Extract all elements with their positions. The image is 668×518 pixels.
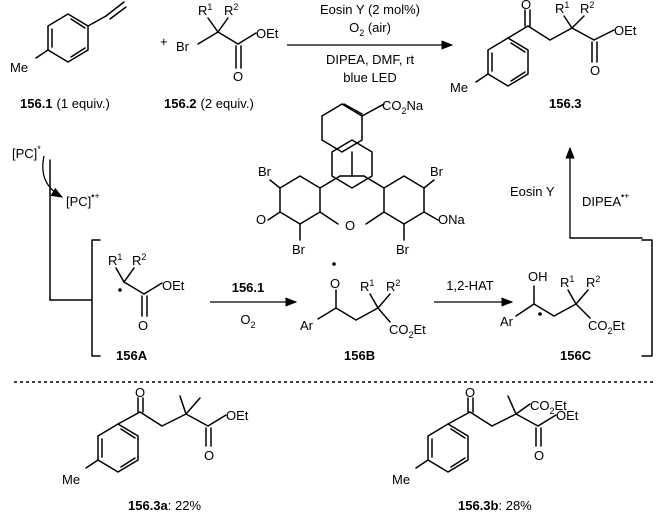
methyl-label: Me bbox=[62, 472, 80, 487]
compound-label-156-3b: 156.3b: 28% bbox=[458, 498, 532, 513]
r1-label: R1 bbox=[360, 278, 374, 294]
compound-label-156A: 156A bbox=[116, 348, 148, 363]
pc-radical-cation-label: [PC]•+ bbox=[66, 191, 100, 209]
left-bracket bbox=[91, 239, 101, 357]
compound-label-156C: 156C bbox=[560, 348, 592, 363]
ethoxy-label: OEt bbox=[162, 278, 185, 293]
r2-label: R2 bbox=[132, 252, 146, 268]
carbonyl-oxygen: O bbox=[138, 318, 148, 333]
keto-oxygen: O bbox=[256, 212, 266, 227]
ester-oxygen: O bbox=[590, 63, 600, 78]
r1-label: R1 bbox=[560, 274, 574, 290]
bromine-label: Br bbox=[176, 39, 190, 54]
structure-156-3: O R1 R2 OEt O Me bbox=[450, 0, 637, 95]
compound-label-156B: 156B bbox=[344, 348, 375, 363]
bromine-label: Br bbox=[396, 242, 410, 257]
methyl-label: Me bbox=[392, 472, 410, 487]
methyl-label: Me bbox=[10, 60, 28, 75]
r2-label: R2 bbox=[386, 278, 400, 294]
condition-base-solvent: DIPEA, DMF, rt bbox=[326, 52, 415, 67]
r1-label: R1 bbox=[198, 2, 212, 18]
ester-label: CO2Et bbox=[530, 398, 567, 416]
aryl-label: Ar bbox=[500, 314, 514, 329]
r1-label: R1 bbox=[108, 252, 122, 268]
bromine-label: Br bbox=[292, 242, 306, 257]
hydroxyl-label: OH bbox=[528, 269, 548, 284]
methyl-label: Me bbox=[450, 80, 468, 95]
structure-156-1: Me bbox=[10, 1, 127, 75]
ketone-oxygen: O bbox=[521, 0, 531, 12]
structure-156A: R1 R2 OEt O bbox=[108, 252, 185, 333]
step1-reagent: 156.1 bbox=[232, 280, 265, 295]
structure-156C: OH Ar R1 R2 CO2Et bbox=[500, 269, 625, 336]
ester-label: CO2Et bbox=[389, 322, 426, 340]
bromine-label: Br bbox=[258, 164, 272, 179]
ethoxy-label: OEt bbox=[226, 408, 249, 423]
pc-excited-label: [PC]* bbox=[12, 144, 41, 161]
pc-oxidation-arrow bbox=[42, 155, 64, 198]
phenolate-label: ONa bbox=[438, 212, 466, 227]
condition-light: blue LED bbox=[343, 70, 396, 85]
structure-156B: O Ar R1 R2 CO2Et bbox=[300, 262, 426, 340]
ester-oxygen: O bbox=[204, 448, 214, 463]
r2-label: R2 bbox=[580, 0, 594, 16]
ketone-oxygen: O bbox=[465, 385, 475, 400]
r1-label: R1 bbox=[555, 0, 569, 16]
right-bracket bbox=[641, 239, 653, 357]
r2-label: R2 bbox=[224, 2, 238, 18]
ethoxy-label: OEt bbox=[256, 26, 279, 41]
ester-label: CO2Et bbox=[588, 318, 625, 336]
dipea-radical-cation: DIPEA•+ bbox=[582, 191, 629, 209]
step2-label: 1,2-HAT bbox=[446, 278, 493, 293]
condition-eosin: Eosin Y (2 mol%) bbox=[320, 2, 420, 17]
aryl-label: Ar bbox=[300, 318, 314, 333]
bromine-label: Br bbox=[430, 164, 444, 179]
structure-156-3a: O OEt O Me bbox=[62, 385, 249, 487]
condition-oxygen: O2 (air) bbox=[349, 20, 391, 38]
step1-oxygen: O2 bbox=[240, 312, 255, 330]
r2-label: R2 bbox=[586, 274, 600, 290]
plus-sign: + bbox=[160, 34, 168, 49]
ketone-oxygen: O bbox=[135, 385, 145, 400]
carbonyl-oxygen: O bbox=[233, 69, 243, 84]
ethoxy-label: OEt bbox=[556, 408, 579, 423]
eosin-y-name: Eosin Y bbox=[510, 184, 555, 199]
compound-label-156-3a: 156.3a: 22% bbox=[128, 498, 201, 513]
bridge-oxygen: O bbox=[345, 218, 355, 233]
ester-oxygen: O bbox=[534, 448, 544, 463]
structure-156-2: Br R1 R2 O OEt bbox=[176, 2, 279, 84]
peroxy-oxygen: O bbox=[330, 276, 340, 291]
structure-156-3b: O CO2Et OEt O Me bbox=[392, 385, 579, 487]
compound-label-156-3: 156.3 bbox=[549, 96, 582, 111]
ethoxy-label: OEt bbox=[614, 23, 637, 38]
structure-eosin-y: CO2Na Br Br O O ONa Br Br bbox=[256, 98, 466, 257]
compound-label-156-1: 156.1(1 equiv.) bbox=[20, 96, 110, 111]
compound-label-156-2: 156.2(2 equiv.) bbox=[164, 96, 254, 111]
carboxylate-label: CO2Na bbox=[382, 98, 424, 116]
